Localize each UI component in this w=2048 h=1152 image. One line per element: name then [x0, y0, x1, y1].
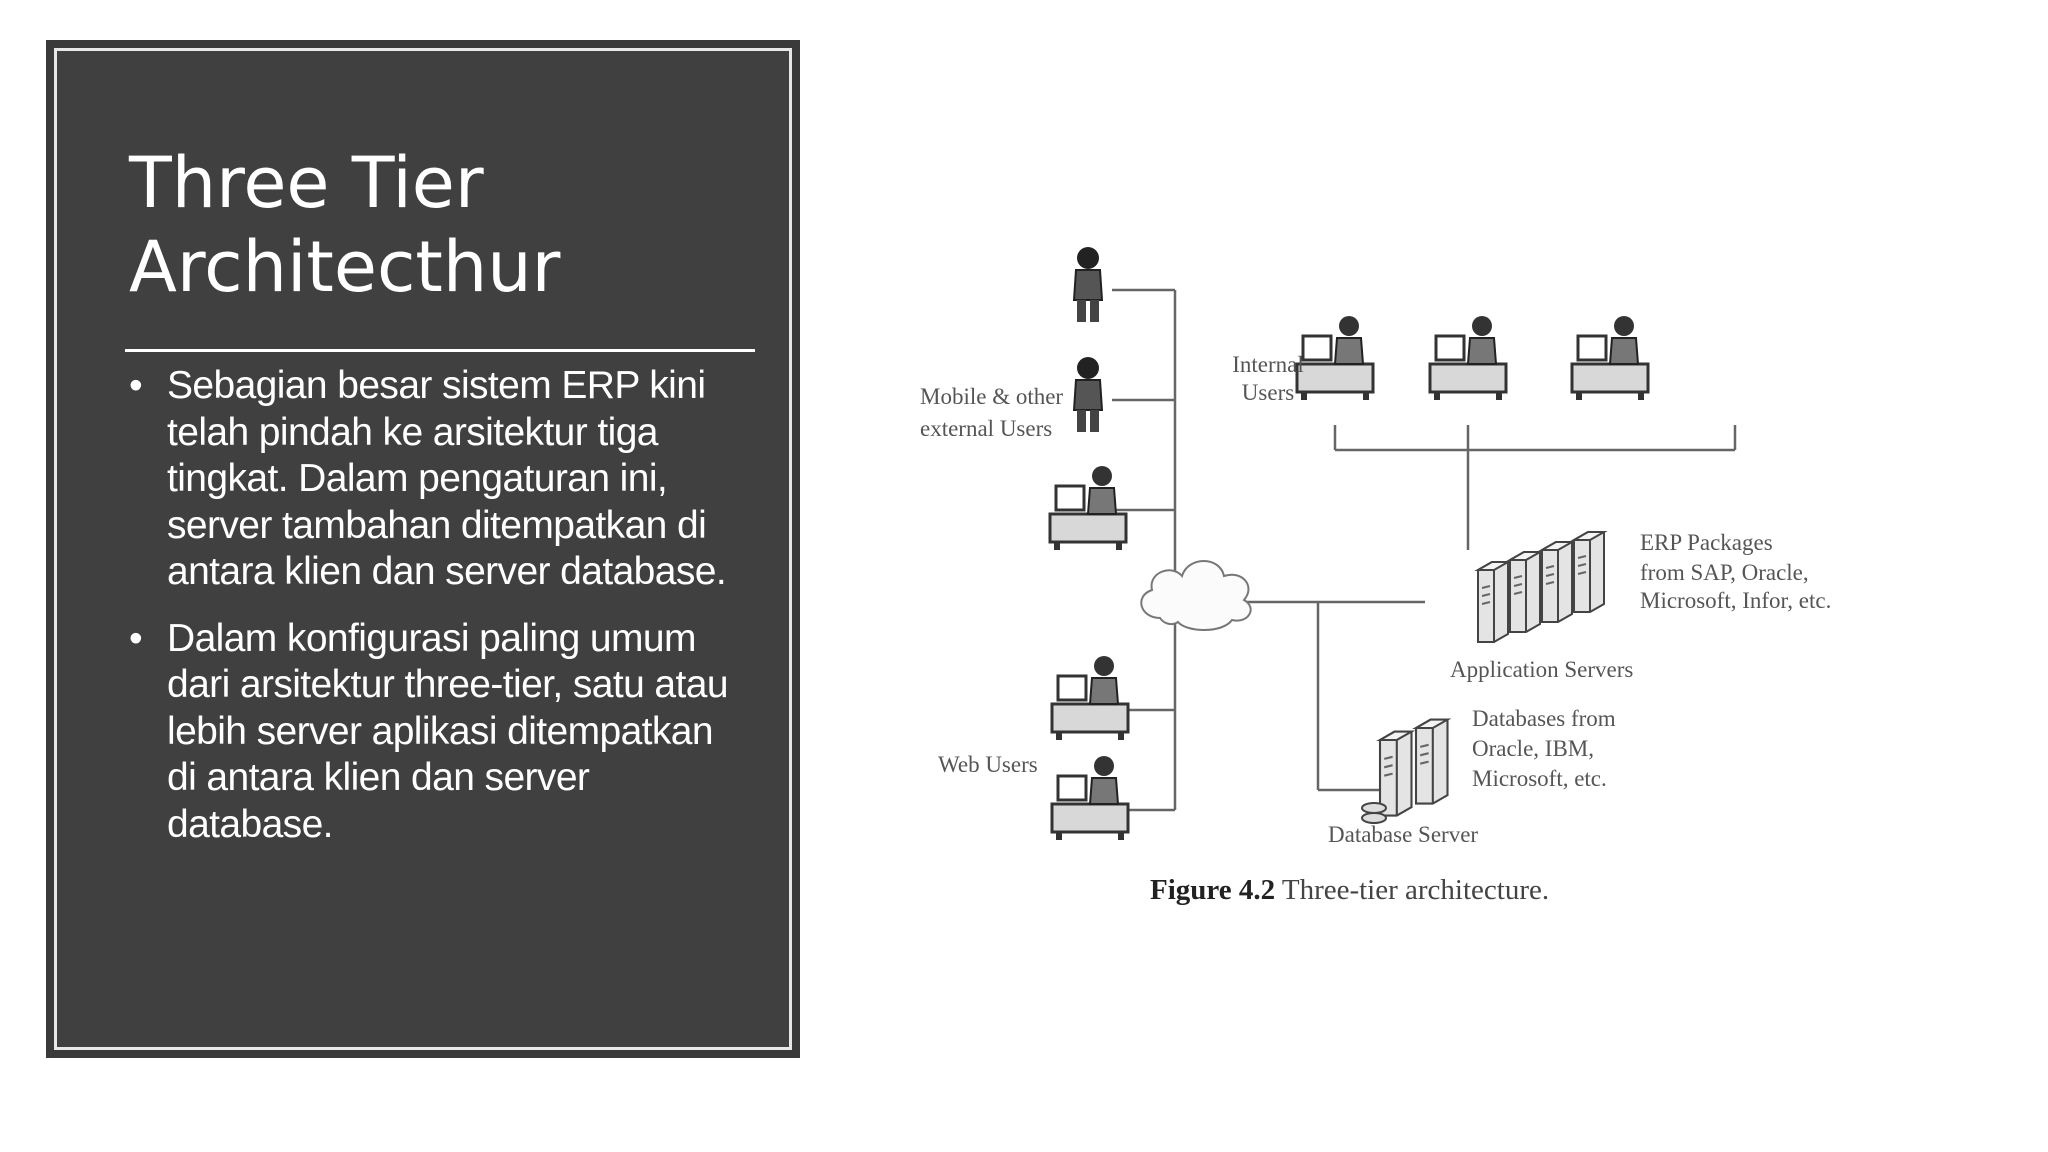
database-server-icons: [1361, 718, 1449, 824]
mobile-user-icon: [1073, 246, 1103, 323]
web-user-workstation-icon: [1050, 754, 1130, 842]
label-databases: Microsoft, etc.: [1472, 766, 1607, 791]
web-user-workstation-icon: [1050, 654, 1130, 742]
database-disk-icon: [1361, 812, 1387, 824]
label-databases: Oracle, IBM,: [1472, 736, 1594, 761]
application-server-icons: [1477, 531, 1605, 643]
label-erp-packages: ERP Packages: [1640, 530, 1773, 555]
internal-user-workstation-icon: [1570, 314, 1650, 402]
label-database-server: Database Server: [1328, 822, 1478, 847]
slide-title: Three Tier Architecthur: [129, 141, 749, 309]
server-icon: [1477, 561, 1509, 643]
title-divider: [125, 349, 755, 352]
figure-caption-text: Three-tier architecture.: [1275, 874, 1549, 906]
database-server-icon: [1414, 718, 1449, 805]
cloud-icon: [1140, 560, 1252, 631]
label-databases: Databases from: [1472, 706, 1616, 731]
three-tier-diagram: Mobile & other external Users Internal U…: [920, 246, 1831, 906]
server-icon: [1541, 541, 1573, 623]
database-disk-icon: [1361, 802, 1387, 814]
bullet-item: Sebagian besar sistem ERP kini telah pin…: [129, 363, 749, 596]
database-server-icon: [1378, 730, 1413, 817]
internal-user-workstation-icon: [1295, 314, 1375, 402]
mobile-user-icon: [1048, 464, 1128, 552]
external-user-icons: [1048, 246, 1130, 842]
label-web-users: Web Users: [938, 752, 1038, 777]
internal-user-workstation-icon: [1428, 314, 1508, 402]
label-erp-packages: from SAP, Oracle,: [1640, 560, 1809, 585]
mobile-user-icon: [1073, 356, 1103, 433]
label-internal-users: Internal: [1232, 352, 1304, 377]
slide-title-line-2: Architecthur: [129, 226, 561, 308]
internal-user-icons: [1295, 314, 1650, 402]
label-erp-packages: Microsoft, Infor, etc.: [1640, 588, 1831, 613]
title-panel: Three Tier Architecthur Sebagian besar s…: [46, 40, 800, 1058]
server-icon: [1573, 531, 1605, 613]
label-mobile-users: Mobile & other: [920, 384, 1063, 409]
figure-caption-number: Figure 4.2: [1150, 874, 1275, 906]
title-panel-border: Three Tier Architecthur Sebagian besar s…: [54, 48, 792, 1050]
label-mobile-users: external Users: [920, 416, 1052, 441]
figure-caption: Figure 4.2 Three-tier architecture.: [1150, 874, 1549, 906]
slide-title-line-1: Three Tier: [129, 142, 484, 224]
figure-labels: Mobile & other external Users Internal U…: [920, 352, 1831, 847]
server-icon: [1509, 551, 1541, 633]
label-application-servers: Application Servers: [1450, 657, 1633, 682]
bullet-list: Sebagian besar sistem ERP kini telah pin…: [129, 363, 749, 868]
bullet-item: Dalam konfigurasi paling umum dari arsit…: [129, 616, 749, 849]
label-internal-users: Users: [1242, 380, 1294, 405]
